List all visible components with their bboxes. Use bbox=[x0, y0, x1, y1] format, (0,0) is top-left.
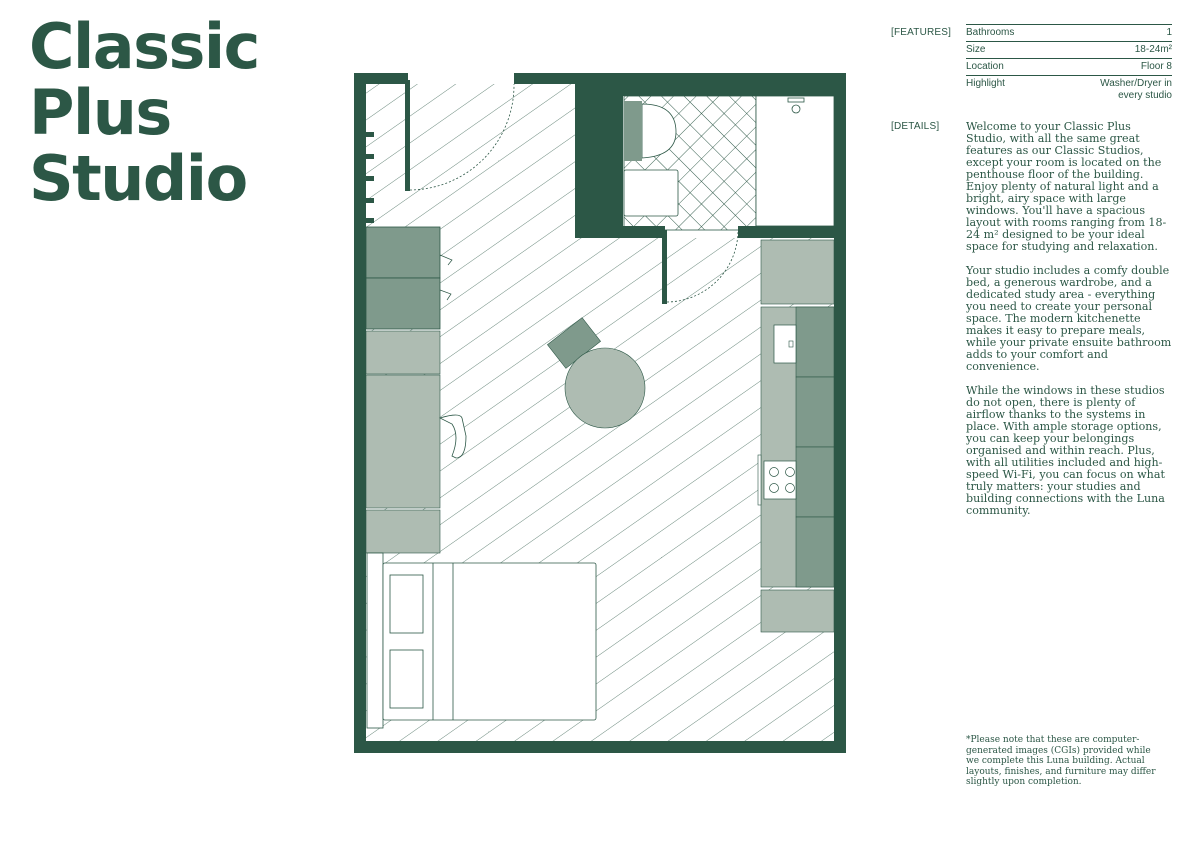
page-title: Classic Plus Studio bbox=[29, 10, 260, 215]
feature-row: Highlight Washer/Dryer in every studio bbox=[966, 76, 1172, 104]
dining-table bbox=[547, 317, 646, 429]
details-paragraph: Welcome to your Classic Plus Studio, wit… bbox=[966, 120, 1167, 253]
features-table: Bathrooms 1 Size 18-24m² Location Floor … bbox=[966, 24, 1172, 104]
feature-key: Size bbox=[966, 44, 986, 55]
feature-value: Washer/Dryer in every studio bbox=[1100, 78, 1172, 101]
feature-row: Size 18-24m² bbox=[966, 42, 1172, 59]
double-bed bbox=[366, 552, 597, 729]
details-paragraph: Your studio includes a comfy double bed,… bbox=[966, 264, 1172, 373]
title-line-3: Studio bbox=[29, 142, 248, 215]
walls bbox=[354, 73, 846, 753]
door-swings bbox=[409, 83, 739, 303]
title-line-1: Classic bbox=[29, 10, 260, 83]
feature-value: Floor 8 bbox=[1140, 61, 1172, 72]
feature-row: Bathrooms 1 bbox=[966, 25, 1172, 42]
feature-row: Location Floor 8 bbox=[966, 59, 1172, 76]
title-line-2: Plus bbox=[29, 76, 172, 149]
feature-key: Bathrooms bbox=[966, 27, 1015, 38]
disclaimer: *Please note that these are computer-gen… bbox=[966, 735, 1156, 787]
ensuite-bathroom bbox=[623, 95, 835, 231]
feature-key: Highlight bbox=[966, 78, 1005, 89]
details-paragraph: While the windows in these studios do no… bbox=[966, 384, 1165, 517]
features-label: [FEATURES] bbox=[891, 27, 952, 38]
kitchenette bbox=[757, 239, 835, 633]
feature-value: 1 bbox=[1166, 27, 1172, 38]
study-desk bbox=[365, 330, 467, 554]
feature-value: 18-24m² bbox=[1134, 44, 1172, 55]
details-text: Welcome to your Classic Plus Studio, wit… bbox=[966, 121, 1174, 529]
wardrobe bbox=[365, 226, 453, 330]
details-label: [DETAILS] bbox=[891, 121, 940, 132]
feature-key: Location bbox=[966, 61, 1004, 72]
